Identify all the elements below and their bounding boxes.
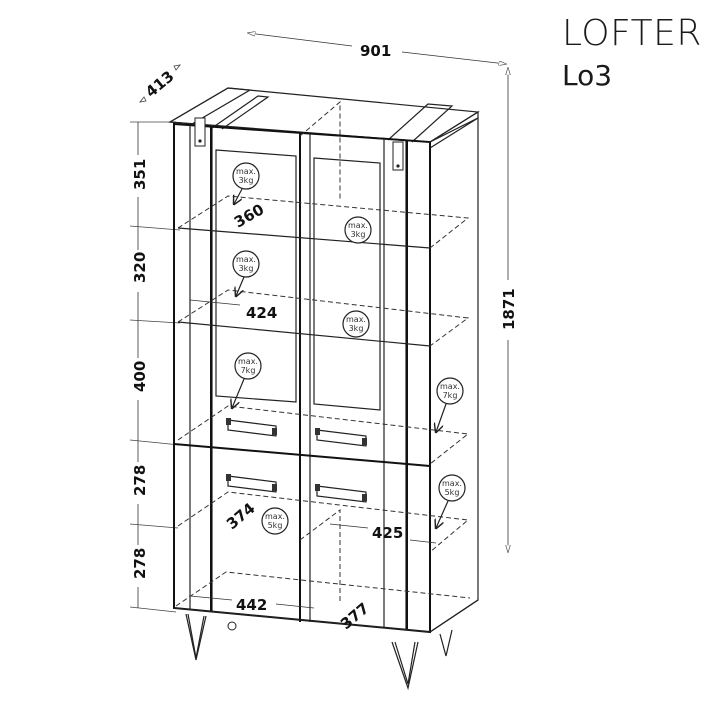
- svg-text:max.: max.: [236, 255, 256, 264]
- hairpin-legs: [185, 613, 453, 691]
- svg-text:max.: max.: [236, 167, 256, 176]
- svg-text:5kg: 5kg: [445, 488, 460, 497]
- svg-text:max.: max.: [238, 357, 258, 366]
- svg-text:max.: max.: [346, 315, 366, 324]
- svg-text:7kg: 7kg: [241, 366, 256, 375]
- svg-text:7kg: 7kg: [443, 391, 458, 400]
- handle-upper-left[interactable]: [226, 418, 277, 437]
- section-height-dimensions: 351 320 400 278 278: [128, 121, 181, 613]
- svg-text:max.: max.: [348, 221, 368, 230]
- handle-lower-left[interactable]: [226, 474, 277, 493]
- load-badges: max. 3kg max. 3kg max. 3kg max. 3kg max.…: [232, 162, 466, 535]
- load-badge-right-second: max. 3kg: [342, 310, 370, 338]
- handle-lower-right[interactable]: [315, 484, 367, 503]
- svg-text:3kg: 3kg: [239, 176, 254, 185]
- svg-text:3kg: 3kg: [239, 264, 254, 273]
- shelves: [175, 100, 471, 607]
- height-label: 1871: [500, 288, 518, 330]
- svg-text:max.: max.: [265, 512, 285, 521]
- product-name: LOFTER: [562, 13, 702, 54]
- handle-upper-right[interactable]: [315, 428, 367, 447]
- shelf-depth-bottom: 377: [337, 599, 373, 633]
- load-badge-side-fourth: max. 5kg: [436, 474, 466, 528]
- depth-label: 413: [142, 67, 178, 101]
- svg-text:max.: max.: [440, 382, 460, 391]
- shelf-depth-upper: 360: [231, 200, 267, 231]
- load-badge-side-third: max. 7kg: [436, 377, 464, 432]
- shelf-width-upper: 424: [246, 304, 277, 322]
- svg-text:3kg: 3kg: [349, 324, 364, 333]
- svg-text:3kg: 3kg: [351, 230, 366, 239]
- svg-text:5kg: 5kg: [268, 521, 283, 530]
- section-height-4: 278: [131, 465, 149, 496]
- load-badge-left-second: max. 3kg: [232, 250, 260, 296]
- section-height-3: 400: [131, 361, 149, 392]
- load-badge-left-third: max. 7kg: [232, 352, 262, 408]
- product-model: Lo3: [562, 59, 613, 92]
- height-dimension: 1871: [500, 68, 518, 552]
- shelf-dimensions: 360 424 374 425 442 377: [189, 200, 437, 633]
- shelf-width-bottom: 442: [236, 596, 267, 614]
- load-badge-left-fourth: max. 5kg: [261, 507, 289, 535]
- width-label: 901: [360, 42, 391, 60]
- shelf-depth-middle: 374: [223, 499, 259, 533]
- load-badge-right-upper: max. 3kg: [344, 216, 372, 244]
- width-dimension: 901: [248, 33, 506, 64]
- section-height-2: 320: [131, 252, 149, 283]
- depth-dimension: 413: [139, 64, 181, 103]
- cabinet-body: [168, 87, 480, 634]
- svg-text:max.: max.: [442, 479, 462, 488]
- shelf-width-middle: 425: [372, 524, 403, 542]
- section-height-1: 351: [131, 159, 149, 190]
- load-badge-left-upper: max. 3kg: [232, 162, 260, 204]
- section-height-5: 278: [131, 548, 149, 579]
- door-handles[interactable]: [226, 418, 367, 503]
